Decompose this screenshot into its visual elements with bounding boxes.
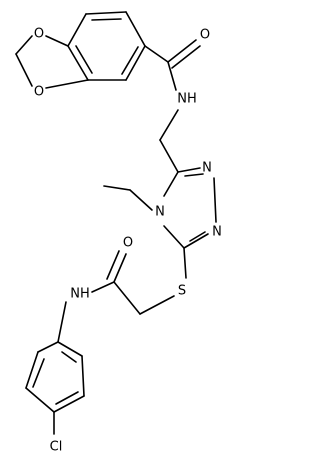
double-bond-inner — [91, 18, 122, 21]
atom-nh-anilide: NH — [70, 287, 90, 302]
atom-oxygen-dioxole-top: O — [34, 27, 44, 42]
bond — [167, 61, 177, 91]
bond — [125, 11, 146, 47]
bond — [163, 171, 179, 197]
atom-oxygen-anilide: O — [123, 236, 133, 251]
bond — [183, 247, 187, 279]
bond — [159, 139, 179, 173]
bond — [15, 53, 33, 87]
double-bond-carbonyl — [106, 250, 120, 280]
molecule-diagram: O O O NH N N N S O NH — [15, 11, 222, 455]
atom-oxygen-dioxole-bottom: O — [34, 85, 44, 100]
atom-sulfur: S — [178, 284, 186, 299]
benzodioxole-benzene-ring — [67, 11, 146, 81]
bond — [57, 341, 83, 357]
bond — [67, 13, 87, 47]
bond — [81, 355, 85, 397]
bond — [103, 185, 131, 191]
double-bond-inner — [55, 391, 79, 405]
bond — [144, 45, 169, 63]
bond — [167, 39, 197, 63]
structure-canvas: O O O NH N N N S O NH — [15, 11, 222, 455]
atom-nitrogen-3: N — [202, 161, 212, 176]
double-bond-inner — [184, 173, 204, 177]
double-bond-inner — [61, 351, 77, 363]
bond — [45, 79, 89, 89]
bond — [139, 295, 175, 315]
bond — [91, 281, 115, 293]
bond — [129, 189, 153, 211]
atom-nh-amide: NH — [177, 92, 197, 107]
bond — [45, 35, 69, 47]
bond — [37, 341, 59, 353]
bond — [177, 167, 201, 173]
bond — [113, 281, 141, 315]
bond — [113, 253, 127, 283]
bond — [163, 225, 185, 249]
bond — [15, 35, 33, 55]
bond — [183, 233, 209, 249]
bond — [25, 387, 55, 413]
triazole-ring: N N N — [155, 161, 222, 249]
chlorophenyl-ring — [25, 301, 85, 413]
amide-group: O NH — [144, 28, 210, 107]
atom-chlorine: Cl — [50, 440, 63, 455]
double-bond-inner — [189, 231, 206, 242]
double-bond-inner — [32, 358, 45, 388]
bond — [159, 109, 179, 141]
atom-nitrogen-4: N — [155, 205, 165, 220]
bond — [67, 45, 89, 81]
atom-oxygen-amide: O — [200, 28, 210, 43]
double-bond-inner — [75, 45, 93, 74]
double-bond-inner — [121, 46, 139, 75]
bond — [53, 395, 85, 413]
double-bond-carbonyl — [171, 45, 201, 69]
bond — [85, 11, 127, 15]
bond — [125, 45, 146, 81]
bond — [57, 301, 67, 343]
bond — [213, 177, 217, 223]
atom-nitrogen-2: N — [212, 225, 222, 240]
dioxole-ring: O O — [15, 27, 89, 100]
bond — [25, 351, 39, 389]
